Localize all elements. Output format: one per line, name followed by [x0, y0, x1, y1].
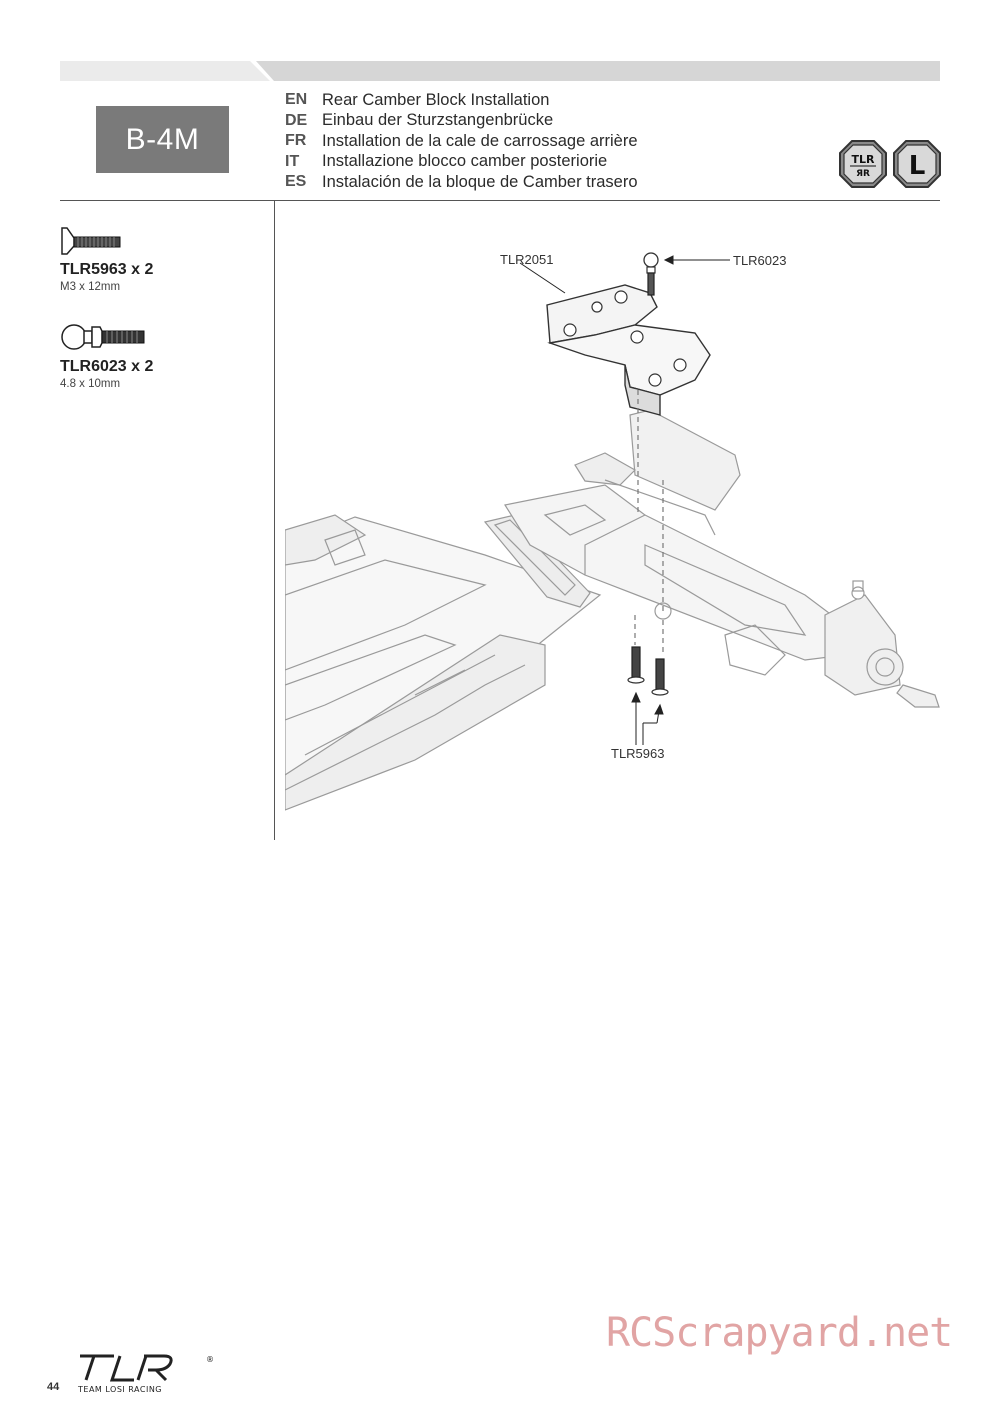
part-code: TLR6023 x 2	[60, 358, 154, 375]
page-number: 44	[47, 1381, 60, 1393]
flathead-screw-icon	[61, 227, 121, 255]
title-row-fr: FR Installation de la cale de carrossage…	[285, 131, 638, 152]
svg-text:ЯR: ЯR	[856, 169, 870, 179]
tlr-logo: ® TEAM LOSI RACING	[77, 1354, 214, 1394]
ball-stud-icon	[61, 324, 145, 350]
lang-code: FR	[285, 132, 307, 150]
title-row-de: DE Einbau der Sturzstangenbrücke	[285, 111, 638, 132]
badge-text: TLR	[852, 153, 876, 166]
header-band	[60, 61, 940, 81]
assembly-illustration	[284, 252, 940, 811]
part-size: 4.8 x 10mm	[60, 378, 121, 390]
title-list: EN Rear Camber Block Installation DE Ein…	[285, 90, 638, 193]
title-text: Installazione blocco camber posteriorie	[322, 152, 608, 171]
title-text: Instalación de la bloque de Camber trase…	[322, 172, 638, 191]
title-row-it: IT Installazione blocco camber posterior…	[285, 152, 638, 173]
step-label: B-4M	[96, 106, 229, 173]
title-text: Einbau der Sturzstangenbrücke	[322, 111, 554, 130]
title-row-en: EN Rear Camber Block Installation	[285, 90, 638, 111]
callout-screws: TLR5963	[611, 746, 665, 761]
assembly-diagram: TLR2051 TLR6023 TLR5963	[284, 215, 945, 840]
part-size: M3 x 12mm	[60, 281, 121, 293]
part-code: TLR5963 x 2	[60, 261, 154, 278]
lang-code: EN	[285, 91, 308, 109]
tlr-octagon-icon: TLR ЯR	[839, 140, 887, 188]
title-row-es: ES Instalación de la bloque de Camber tr…	[285, 172, 638, 193]
badge-group: TLR ЯR L	[839, 140, 941, 188]
title-text: Installation de la cale de carrossage ar…	[322, 131, 638, 150]
lang-code: DE	[285, 111, 308, 129]
loctite-octagon-icon: L	[893, 140, 941, 188]
watermark: RCScrapyard.net	[606, 1310, 953, 1356]
logo-subtext: TEAM LOSI RACING	[77, 1385, 162, 1394]
part-item: TLR5963 x 2 M3 x 12mm	[60, 226, 153, 293]
column-divider	[274, 200, 275, 840]
svg-text:®: ®	[206, 1355, 214, 1364]
callout-camber-block: TLR2051	[500, 252, 554, 267]
part-item: TLR6023 x 2 4.8 x 10mm	[60, 321, 153, 390]
badge-text: L	[909, 151, 926, 181]
header-divider	[60, 200, 940, 201]
lang-code: ES	[285, 173, 307, 191]
callout-ball-stud: TLR6023	[733, 253, 787, 268]
title-text: Rear Camber Block Installation	[322, 90, 550, 109]
lang-code: IT	[285, 152, 300, 170]
